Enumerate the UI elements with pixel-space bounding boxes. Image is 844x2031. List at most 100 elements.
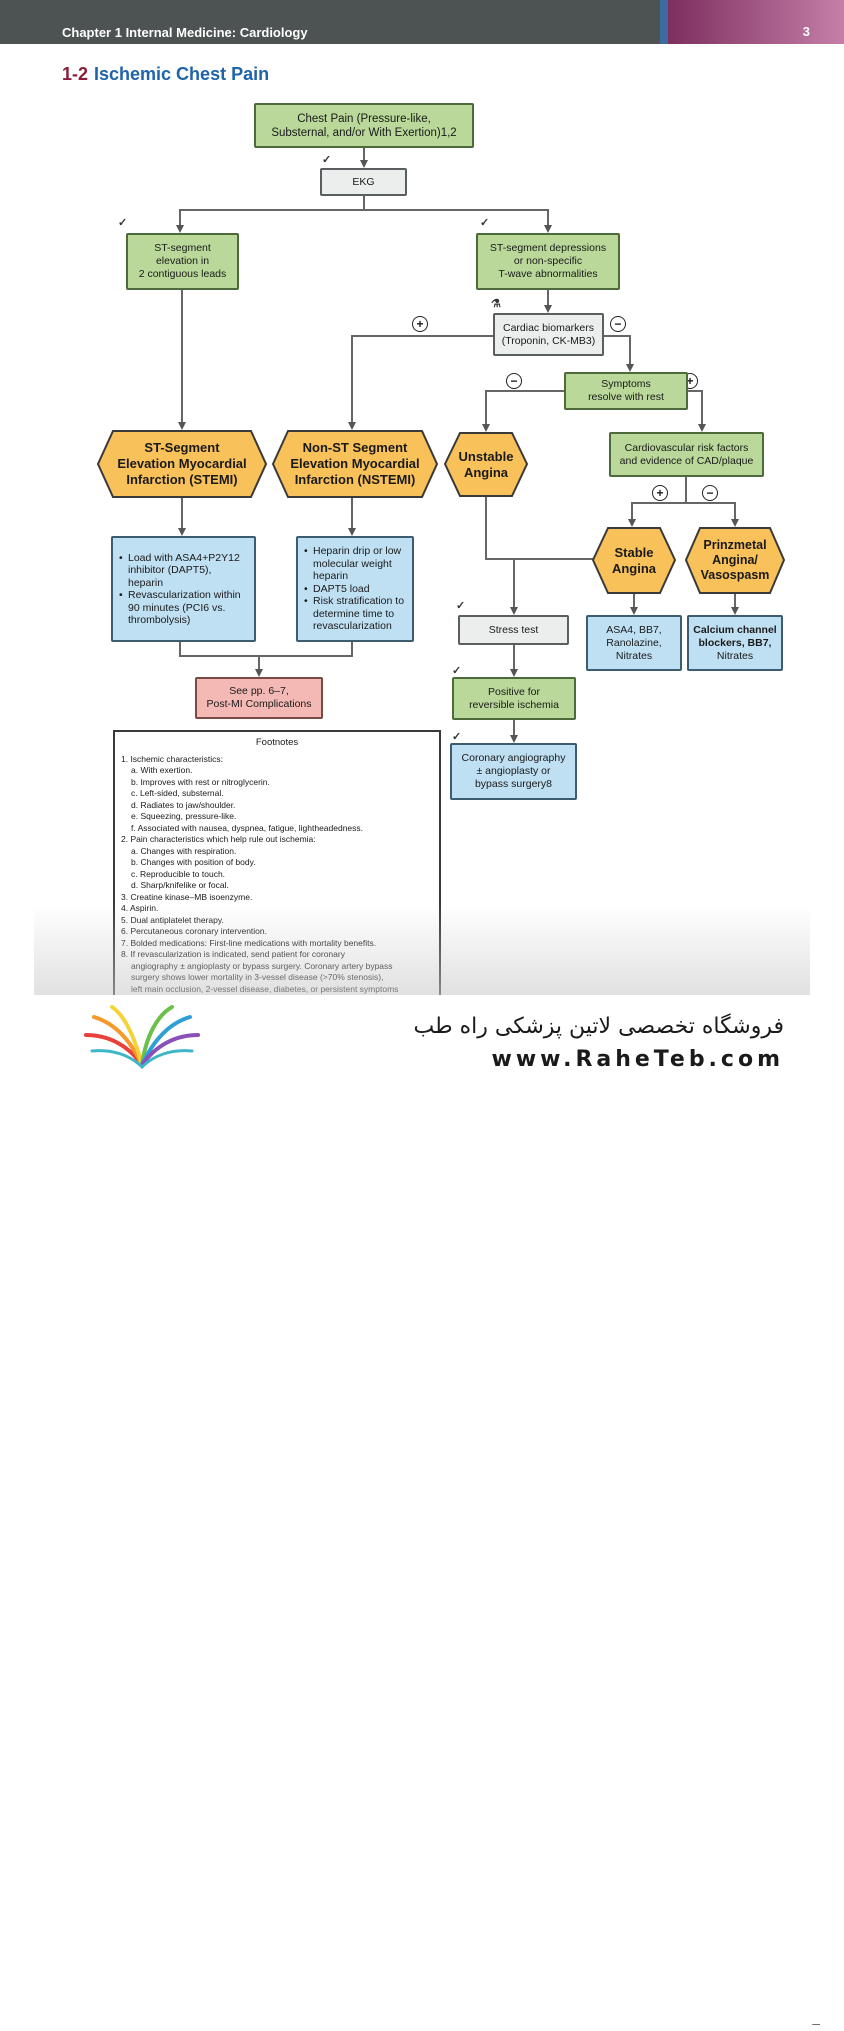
flowchart-connectors <box>176 148 739 743</box>
line-unstable-stable <box>485 497 594 560</box>
page-number: 3 <box>802 24 810 39</box>
footnote-line: f. Associated with nausea, dyspnea, fati… <box>131 822 364 833</box>
node-angiography: Coronary angiography ± angioplasty or by… <box>450 743 577 800</box>
figure-title-text: Ischemic Chest Pain <box>94 64 270 84</box>
arrow-biomarkers-nstemi <box>348 335 493 430</box>
node-nstemi-treatment: Heparin drip or low molecular weight hep… <box>296 536 414 642</box>
node-line: elevation in <box>155 255 210 267</box>
node-line: Positive for <box>488 685 540 698</box>
footnotes-title: Footnotes <box>255 737 299 748</box>
check-icon: ✓ <box>452 731 462 743</box>
node-ekg: EKG <box>320 168 407 196</box>
hex-line: ST-Segment <box>144 440 220 455</box>
chapter-title: Chapter 1 Internal Medicine: Cardiology <box>62 25 308 40</box>
check-icon: ✓ <box>452 665 462 677</box>
figure-number: 1-2 <box>62 64 89 84</box>
node-line: Cardiac biomarkers <box>502 321 595 334</box>
footnote-line: e. Squeezing, pressure-like. <box>131 811 237 821</box>
hex-line: Angina <box>463 464 509 480</box>
node-stable-treatment: ASA4, BB7, Ranolazine, Nitrates <box>586 615 682 671</box>
shop-url[interactable]: www.RaheTeb.com <box>491 1047 784 1072</box>
node-line: Cardiovascular risk factors <box>624 441 749 454</box>
node-line: Post-MI Complications <box>206 698 312 710</box>
node-see-pages: See pp. 6–7, Post-MI Complications <box>195 677 323 719</box>
hex-line: Elevation Myocardial <box>290 456 420 471</box>
arrow-ekg-stdep <box>364 209 552 233</box>
footnote-line: 6. Percutaneous coronary intervention. <box>121 926 268 936</box>
node-chest-pain-line: Substernal, and/or With Exertion)1,2 <box>271 126 457 139</box>
node-line: and evidence of CAD/plaque <box>619 454 754 467</box>
node-line: Nitrates <box>615 649 653 662</box>
node-line: ASA4, BB7, <box>606 623 662 636</box>
treatment-item: Risk stratification to determine time to… <box>304 595 406 633</box>
hex-line: Stable <box>614 544 654 560</box>
node-chest-pain: Chest Pain (Pressure-like, Substernal, a… <box>254 103 474 148</box>
node-cv-risk: Cardiovascular risk factors and evidence… <box>609 432 764 477</box>
node-line: Symptoms <box>601 378 651 390</box>
footnote-line: 3. Creatine kinase–MB isoenzyme. <box>121 891 253 902</box>
node-line: Calcium channel <box>693 623 777 636</box>
page-header: Chapter 1 Internal Medicine: Cardiology … <box>0 0 844 44</box>
footnote-line: c. Reproducible to touch. <box>131 868 226 879</box>
node-st-depression: ST-segment depressions or non-specific T… <box>476 233 620 290</box>
footnote-line: c. Left-sided, substernal. <box>131 788 224 798</box>
footnote-line: 5. Dual antiplatelet therapy. <box>121 914 224 925</box>
arrow-biomarkers-symptoms <box>604 335 634 372</box>
footnote-line: left main occlusion, 2-vessel disease, d… <box>131 983 399 994</box>
footnotes-box: Footnotes 1. Ischemic characteristics: a… <box>113 730 441 1000</box>
arrow-ekg-stelev <box>176 196 365 233</box>
footer-dash: – <box>812 2015 820 2031</box>
hex-line: Unstable <box>458 448 514 464</box>
node-line: See pp. 6–7, <box>229 685 289 697</box>
node-prinzmetal-treatment: Calcium channel blockers, BB7, Nitrates <box>687 615 783 671</box>
node-line: Nitrates <box>716 649 754 662</box>
node-line: Ranolazine, <box>606 636 662 649</box>
node-line: T-wave abnormalities <box>498 268 598 280</box>
positive-sign: + <box>652 485 668 501</box>
node-line: ± angioplasty or <box>476 765 551 777</box>
line-tx-merge <box>179 642 353 657</box>
treatment-item: Revascularization within 90 minutes (PCI… <box>119 589 248 627</box>
shop-name: فروشگاه تخصصی لاتین پزشکی راه طب <box>413 1014 785 1039</box>
negative-sign: − <box>702 485 718 501</box>
footnote-line: b. Improves with rest or nitroglycerin. <box>131 776 270 787</box>
footnote-line: a. With exertion. <box>131 765 193 775</box>
negative-sign: − <box>610 316 626 332</box>
hex-line: Vasospasm <box>700 568 770 582</box>
node-line: (Troponin, CK-MB3) <box>501 334 596 347</box>
arrow-cvrisk-prinz <box>686 502 739 527</box>
test-tube-icon: ⚗ <box>491 298 501 310</box>
hex-line: Non-ST Segment <box>302 440 408 455</box>
footnote-line: 2. Pain characteristics which help rule … <box>121 834 316 844</box>
node-symptoms-resolve: Symptoms resolve with rest <box>564 372 688 410</box>
footnote-line: d. Radiates to jaw/shoulder. <box>131 799 236 810</box>
treatment-item: Heparin drip or low molecular weight hep… <box>304 545 406 583</box>
watermark-footer: – <box>0 995 844 2031</box>
treatment-item: DAPT5 load <box>304 583 406 596</box>
node-line: ST-segment <box>154 242 211 254</box>
footnote-line: angiography ± angioplasty or bypass surg… <box>131 960 393 971</box>
check-icon: ✓ <box>480 217 490 229</box>
positive-sign: + <box>412 316 428 332</box>
node-line: 2 contiguous leads <box>138 268 227 280</box>
negative-sign: − <box>506 373 522 389</box>
node-stress-test: Stress test <box>458 615 569 645</box>
node-line: bypass surgery8 <box>474 778 553 790</box>
node-stemi-treatment: Load with ASA4+P2Y12 inhibitor (DAPT5), … <box>111 536 256 642</box>
node-line: ST-segment depressions <box>489 242 607 254</box>
footnote-line: 1. Ischemic characteristics: <box>121 753 224 764</box>
node-biomarkers: Cardiac biomarkers (Troponin, CK-MB3) <box>493 313 604 356</box>
footnote-line: 4. Aspirin. <box>121 903 159 913</box>
node-line: reversible ischemia <box>469 698 559 711</box>
node-line: or non-specific <box>513 255 583 267</box>
node-chest-pain-line: Chest Pain (Pressure-like, <box>297 112 431 125</box>
hex-line: Angina/ <box>712 553 758 567</box>
node-st-elevation: ST-segment elevation in 2 contiguous lea… <box>126 233 239 290</box>
footnote-line: b. Changes with position of body. <box>131 857 256 867</box>
